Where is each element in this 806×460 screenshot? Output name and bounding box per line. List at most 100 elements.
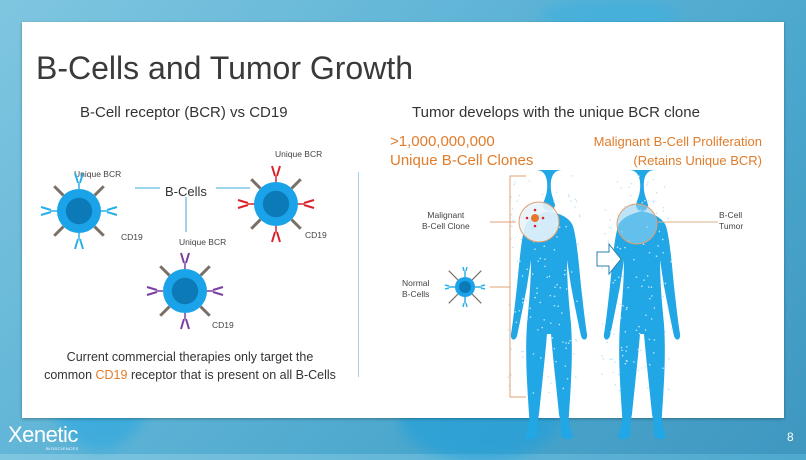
- proliferation-label: Malignant B-Cell Proliferation (Retains …: [594, 132, 762, 170]
- malignant-label: Malignant B-Cell Clone: [422, 210, 470, 232]
- cell-dot: [564, 269, 566, 272]
- cell-dot: [534, 296, 536, 299]
- cell-dot: [574, 198, 577, 201]
- cell-dot: [507, 376, 509, 379]
- cell-dot: [610, 358, 613, 361]
- cell-dot: [650, 295, 653, 297]
- cell-dot: [548, 275, 551, 278]
- cell-dot: [609, 330, 612, 333]
- cell-dot: [662, 210, 664, 212]
- slide-title: B-Cells and Tumor Growth: [36, 50, 414, 86]
- cell-dot: [537, 328, 539, 331]
- proliferation-line1: Malignant B-Cell Proliferation: [593, 134, 762, 149]
- cell-dot: [626, 306, 628, 309]
- malignant-bcr: [533, 224, 537, 228]
- cell-dot: [553, 304, 556, 307]
- cell-nucleus: [262, 190, 290, 218]
- cell-dot: [601, 267, 603, 270]
- cell-dot: [633, 258, 635, 261]
- cell-dot: [522, 298, 524, 300]
- cell-dot: [625, 350, 627, 352]
- cell-dot: [549, 322, 552, 324]
- cell-dot: [638, 325, 640, 328]
- cell-dot: [633, 361, 635, 363]
- cell-dot: [521, 275, 524, 277]
- cell-dot: [556, 283, 558, 286]
- cell-dot: [624, 362, 627, 365]
- cell-dot: [518, 194, 521, 197]
- cell-dot: [565, 288, 568, 290]
- cell-dot: [543, 245, 546, 248]
- cell-dot: [529, 307, 531, 310]
- cell-dot: [549, 294, 552, 297]
- cell-dot: [630, 182, 633, 185]
- cd19-receptor: [290, 178, 302, 190]
- cell-dot: [655, 191, 658, 194]
- cd19-receptor: [159, 265, 171, 277]
- clones-text: Unique B-Cell Clones: [390, 152, 534, 169]
- cell-dot: [570, 271, 573, 273]
- cell-dot: [510, 196, 512, 198]
- cell-dot: [548, 391, 550, 394]
- cell-dot: [621, 275, 624, 278]
- cell-dot: [619, 303, 622, 306]
- bcr-receptor: [74, 172, 84, 189]
- cell-dot: [671, 328, 673, 330]
- cell-dot: [616, 246, 619, 248]
- cell-dot: [558, 323, 561, 326]
- cell-dot: [570, 200, 572, 202]
- cell-dot: [624, 331, 627, 333]
- cd19-receptor: [448, 293, 459, 304]
- bcr-receptor: [40, 206, 57, 216]
- cell-dot: [573, 352, 575, 355]
- cell-nucleus: [171, 277, 199, 305]
- cell-dot: [663, 186, 666, 188]
- cd19-receptor: [250, 218, 262, 230]
- cell-dot: [625, 359, 628, 362]
- cell-dot: [614, 361, 616, 364]
- cell-dot: [657, 245, 659, 247]
- bcr-receptor: [207, 286, 224, 296]
- cell-dot: [662, 206, 665, 209]
- cell-dot: [510, 348, 513, 351]
- cell-dot: [559, 286, 562, 289]
- page-number: 8: [787, 430, 794, 444]
- caption-post: receptor that is present on all B-Cells: [127, 368, 336, 382]
- caption: Current commercial therapies only target…: [22, 348, 358, 384]
- cell-dot: [638, 175, 640, 178]
- cell-dot: [648, 338, 651, 341]
- cell-dot: [516, 200, 518, 203]
- cell-dot: [652, 201, 655, 204]
- cell-dot: [570, 175, 573, 177]
- cell-dot: [662, 367, 664, 369]
- normal-b-cell: [444, 266, 486, 308]
- cell-dot: [531, 273, 534, 275]
- cell-dot: [539, 257, 542, 260]
- cell-dot: [536, 292, 538, 294]
- cell-dot: [565, 347, 567, 350]
- cell-dot: [546, 276, 549, 279]
- cell-dot: [653, 307, 656, 309]
- normal-line2: B-Cells: [402, 289, 430, 299]
- cell-dot: [539, 357, 542, 359]
- cell-dot: [645, 314, 647, 316]
- cell-dot: [518, 310, 521, 312]
- malignant-bcr: [533, 208, 537, 212]
- divider: [358, 172, 359, 377]
- cell-dot: [565, 342, 567, 344]
- cd19-receptor: [250, 178, 262, 190]
- cd19-receptor: [471, 270, 482, 281]
- cell-dot: [664, 330, 667, 333]
- cell-dot: [619, 247, 622, 250]
- cell-dot: [556, 236, 558, 238]
- bcr-receptor: [101, 206, 118, 216]
- cell-nucleus: [65, 197, 93, 225]
- b-cells-label: B-Cells: [165, 184, 207, 199]
- bcr-receptor: [462, 297, 468, 308]
- cell-dot: [514, 181, 516, 184]
- cell-dot: [537, 260, 539, 262]
- cell-dot: [543, 318, 546, 321]
- cell-dot: [647, 386, 649, 389]
- bcr-receptor: [271, 226, 281, 243]
- tumor-line2: Tumor: [719, 221, 744, 231]
